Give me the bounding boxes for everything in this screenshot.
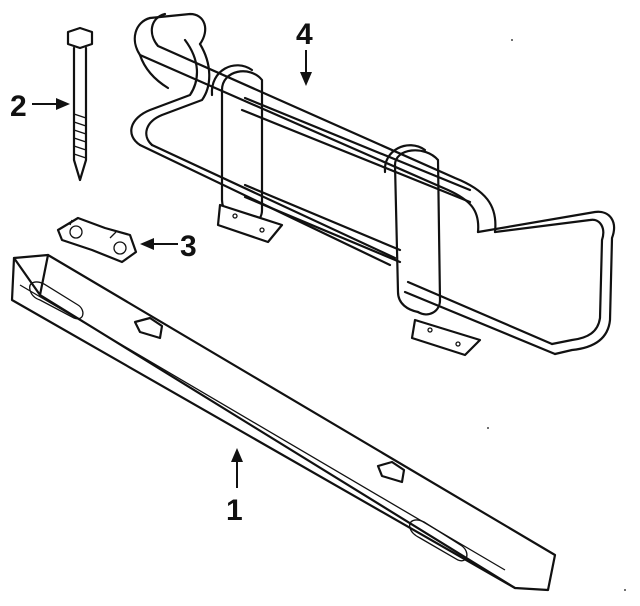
svg-text:4: 4: [296, 18, 313, 51]
mount-bracket: [56, 216, 138, 264]
callout-1: 1: [226, 448, 243, 527]
callout-2: 2: [10, 90, 70, 123]
callout-3: 3: [140, 230, 197, 263]
svg-text:2: 2: [10, 90, 27, 123]
lag-bolt: [66, 26, 94, 182]
front-bumper: [10, 253, 557, 592]
scan-noise: [487, 39, 626, 591]
svg-text:1: 1: [226, 494, 243, 527]
svg-text:3: 3: [180, 230, 197, 263]
callout-4: 4: [296, 18, 313, 86]
brush-guard: [130, 12, 616, 357]
